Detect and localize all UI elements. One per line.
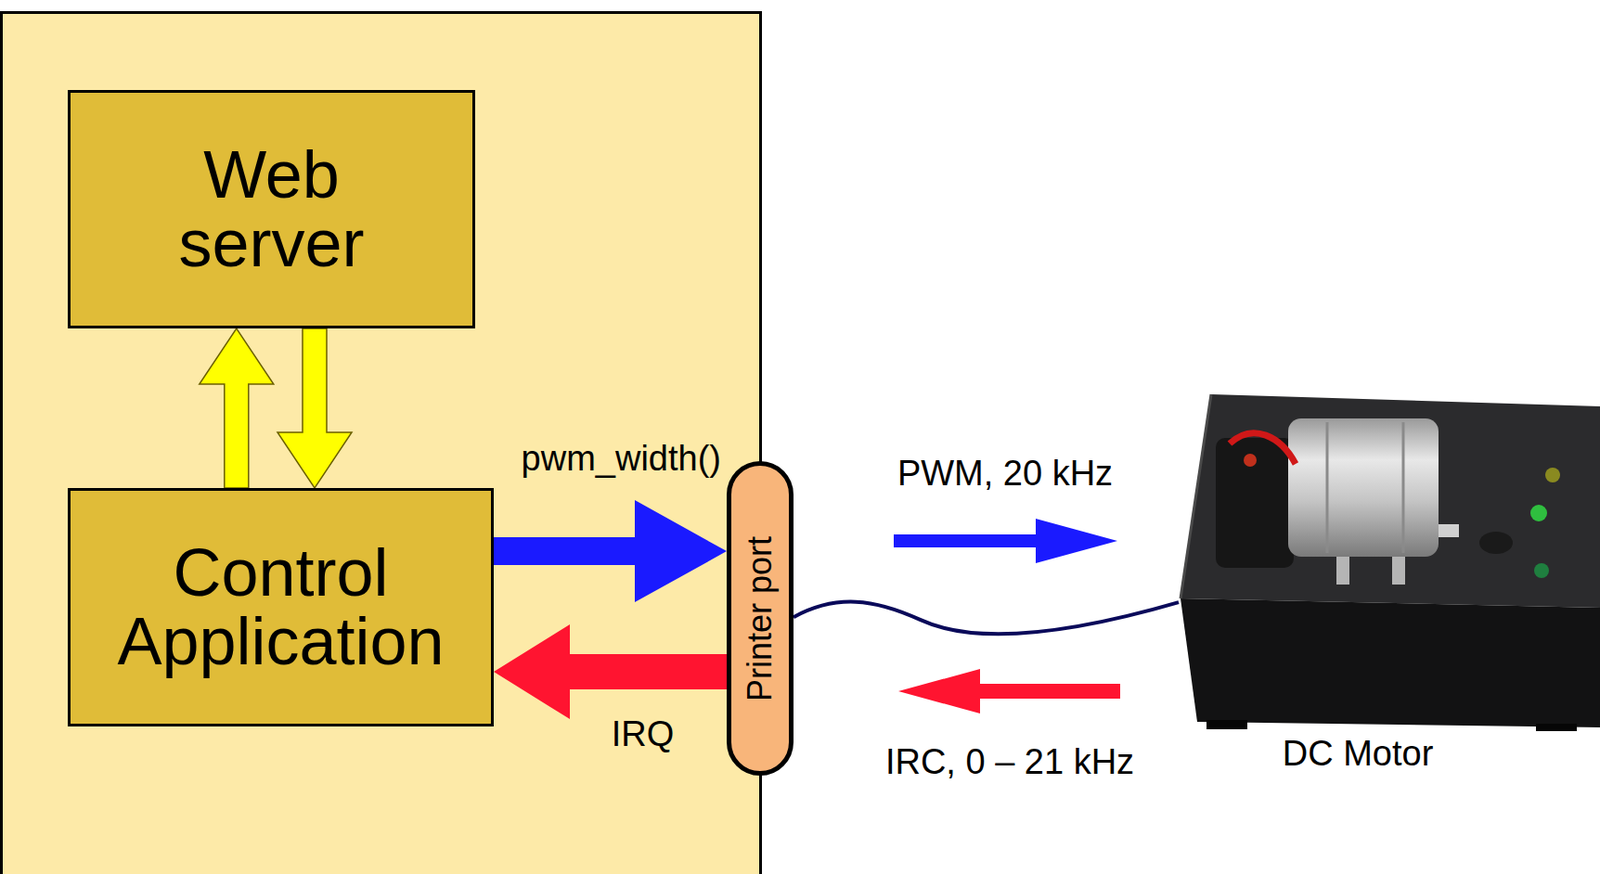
data-arrow — [277, 328, 352, 489]
motor-post — [1392, 552, 1406, 585]
motor-gearhead — [1215, 438, 1294, 568]
led-green — [1534, 563, 1549, 579]
server-box: Web server — [67, 90, 476, 329]
motor-cylinder — [1288, 418, 1439, 557]
data-arrow — [199, 328, 274, 489]
motor-base-foot — [1535, 723, 1577, 732]
node-label: Web server — [132, 141, 412, 278]
computer-panel — [1, 12, 762, 874]
motor-base-foot — [1206, 720, 1248, 730]
node-label: Printer port — [743, 535, 777, 701]
signal-label: PWM, 20 kHz — [897, 454, 1113, 494]
application-box: Control Application — [67, 488, 494, 727]
signal-label: pwm_width() — [521, 439, 722, 479]
node-label: Control Application — [85, 539, 477, 676]
signal-label: IRC, 0 – 21 kHz — [885, 743, 1135, 783]
led-green — [1530, 504, 1548, 522]
motor-band — [1402, 422, 1406, 554]
led-red — [1243, 453, 1257, 467]
pwm-arrow — [493, 500, 727, 603]
node-label: DC Motor — [1282, 735, 1434, 775]
motor-base-edge — [1180, 394, 1212, 599]
motor-unit: DC Motor — [1178, 392, 1600, 778]
cable — [793, 602, 1179, 635]
motor-post — [1336, 552, 1350, 585]
motor-shaft — [1438, 524, 1459, 538]
led-yellow — [1545, 467, 1561, 483]
base-hole — [1479, 531, 1513, 555]
irq-arrow — [493, 624, 727, 720]
motor-base-front — [1180, 598, 1600, 728]
pwm-signal-arrow — [893, 518, 1118, 564]
motor-wire — [1229, 433, 1296, 465]
port-connector: Printer port — [726, 461, 794, 776]
irc-signal-arrow — [898, 669, 1121, 714]
dc-motor-picture — [1180, 394, 1600, 732]
motor-band — [1326, 422, 1330, 554]
signal-label: IRQ — [611, 715, 675, 755]
motor-base-top — [1180, 394, 1600, 608]
